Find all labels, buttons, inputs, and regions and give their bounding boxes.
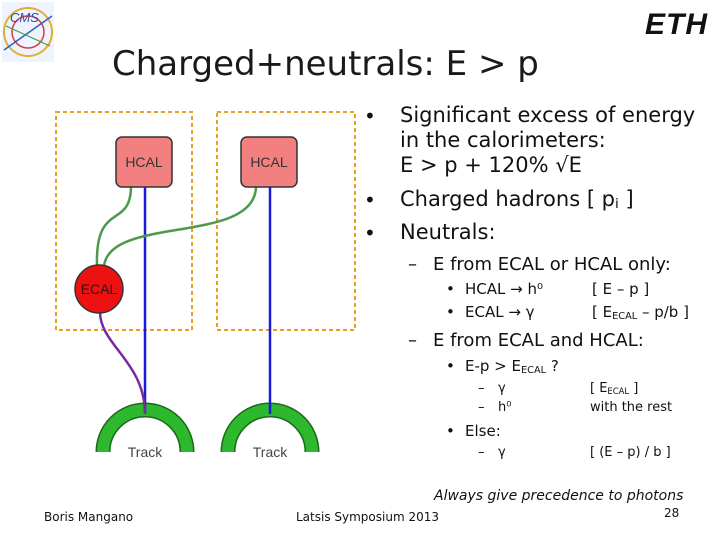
track-label-left: Track [128,444,163,460]
h0-1: h⁰ [498,400,512,415]
dash-1: – [408,254,417,275]
dot-1a: • [446,280,455,298]
page-number: 28 [664,506,680,520]
slide-title: Charged+neutrals: E > p [112,44,539,84]
cms-logo: CMS [2,2,54,62]
dot-1b: • [446,303,455,321]
neutral-link-hcal-right [102,185,258,267]
neutral-link-hcal-left [95,185,133,267]
cms-logo-text: CMS [10,10,39,25]
sub-bullet-1b-right: [ EECAL – p/b ] [592,303,689,322]
sub-bullet-2: E from ECAL and HCAL: [433,330,644,351]
bullet-1-line3: E > p + 120% √E [400,153,582,177]
gamma-2: γ [498,445,506,460]
sub-bullet-2b: Else: [465,422,501,440]
footer-event: Latsis Symposium 2013 [296,510,439,524]
dash-h1: – [478,400,485,415]
hcal-label-left: HCAL [125,154,163,170]
h0-1-right: with the rest [590,400,673,415]
footer-author: Boris Mangano [44,510,134,524]
sub-bullet-2a: E-p > EECAL ? [465,357,559,376]
bullet-3: Neutrals: [400,220,496,244]
bullet-dot-1: • [364,104,376,128]
sub-bullet-1b-left: ECAL → γ [465,303,535,321]
dash-g2: – [478,445,485,460]
dot-2b: • [446,422,455,440]
bullet-1-line1: Significant excess of energy [400,103,696,127]
ecal-link-purple [98,311,147,415]
gamma-2-right: [ (E – p) / b ] [590,445,671,460]
ecal-circle [74,264,124,314]
particle-flow-diagram: HCAL HCAL ECAL Track Track [55,111,356,460]
precedence-note: Always give precedence to photons [434,488,684,504]
gamma-1: γ [498,381,506,396]
eth-logo: ETH [645,8,708,41]
sub-bullet-1a-right: [ E – p ] [592,280,650,298]
sub-bullet-1: E from ECAL or HCAL only: [433,254,671,275]
bullet-2: Charged hadrons [ pi ] [400,187,634,212]
gamma-1-right: [ EECAL ] [590,381,639,396]
bullet-dot-3: • [364,221,376,245]
bullet-dot-2: • [364,188,376,212]
dash-g1: – [478,381,485,396]
ecal-label: ECAL [81,281,118,297]
hcal-box-right [240,136,298,188]
track-label-right: Track [253,444,288,460]
hcal-label-right: HCAL [250,154,288,170]
dot-2a: • [446,357,455,375]
dashed-box-left [55,111,193,331]
sub-bullet-1a-left: HCAL → h⁰ [465,280,543,298]
dash-2: – [408,330,417,351]
bullet-1-line2: in the calorimeters: [400,128,606,152]
hcal-box-left [115,136,173,188]
